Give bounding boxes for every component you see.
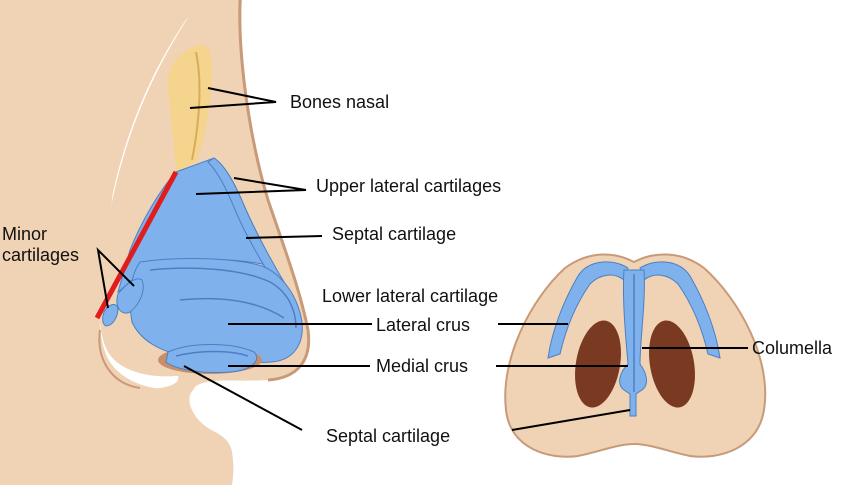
label-medial-crus: Medial crus [376,356,469,376]
left-nostril [575,320,621,408]
label-lower-lateral-cartilage: Lower lateral cartilage [322,286,499,306]
leader-lines [96,87,748,431]
lateral-crus-edge [149,267,297,329]
basal-left-lateral-crus [547,261,629,359]
leader-septal-side [245,235,323,239]
leader-septal-bottom-basal [511,409,631,431]
nasal-bone-ridge [191,51,201,161]
label-bones-nasal: Bones nasal [290,92,390,112]
right-nostril [649,320,695,408]
leader-minor-cartilages [96,247,135,309]
label-upper-lateral-cartilages: Upper lateral cartilages [316,176,502,196]
alar-crease [98,329,141,389]
minor-cartilage-2 [102,304,119,327]
dorsum-shadow [238,0,311,382]
label-septal-cartilage-side: Septal cartilage [332,224,457,244]
basal-skin-edge [504,253,767,458]
medial-crus-edge [175,350,249,357]
basal-medial-crura [619,269,647,417]
label-septal-cartilage-bottom: Septal cartilage [326,426,451,446]
label-lateral-crus: Lateral crus [376,315,471,335]
medial-crus [165,344,258,373]
leader-septal-bottom [183,365,303,431]
label-minor-cartilages: Minor cartilages [2,224,80,265]
basal-view [504,253,767,458]
leader-bones-nasal [189,87,277,109]
lateral-crus-inner [179,297,285,319]
boundary-line [94,170,179,320]
leader-upper-lateral [195,177,307,195]
label-columella: Columella [752,338,833,358]
lower-lateral-cartilage [129,258,303,364]
cheek [0,0,234,485]
